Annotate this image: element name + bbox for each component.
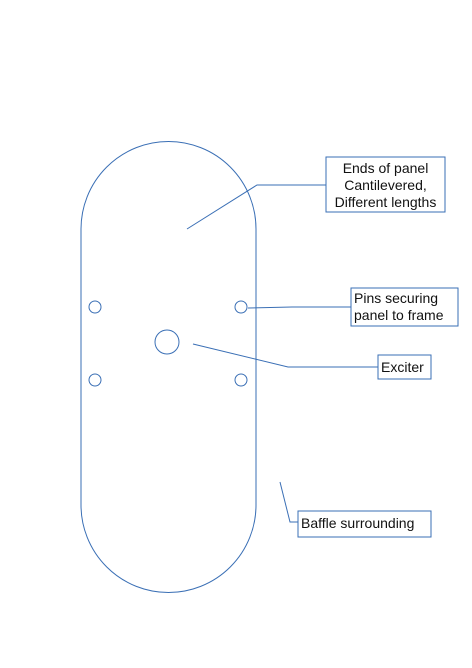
- callout-ends-box: [325, 156, 446, 213]
- callout-ends-line-3: Different lengths: [335, 194, 437, 210]
- leader-ends: [186, 184, 326, 230]
- callout-ends-line-1: Ends of panel: [343, 160, 429, 176]
- leader-baffle: [279, 481, 298, 523]
- callout-exciter-line-1: Exciter: [381, 359, 424, 375]
- callout-baffle-box: [297, 510, 432, 538]
- panel-outline: [80, 141, 257, 593]
- callout-pins: Pins securing panel to frame: [350, 287, 459, 327]
- leader-pins: [247, 306, 351, 309]
- callout-ends-of-panel: Ends of panel Cantilevered, Different le…: [325, 156, 446, 213]
- pin-top-left: [88, 300, 102, 314]
- pin-bottom-left: [88, 373, 102, 387]
- pin-bottom-right: [234, 373, 248, 387]
- callout-baffle-line-1: Baffle surrounding: [301, 515, 414, 531]
- callout-exciter-box: [377, 354, 432, 380]
- pin-top-right: [234, 300, 248, 314]
- exciter-circle: [154, 329, 180, 355]
- callout-pins-line-1: Pins securing: [354, 290, 438, 306]
- callout-pins-line-2: panel to frame: [354, 307, 444, 323]
- callout-exciter: Exciter: [377, 354, 432, 380]
- callout-pins-box: [350, 287, 459, 327]
- callout-ends-line-2: Cantilevered,: [344, 177, 427, 193]
- leader-exciter: [192, 343, 378, 368]
- callout-baffle: Baffle surrounding: [297, 510, 432, 538]
